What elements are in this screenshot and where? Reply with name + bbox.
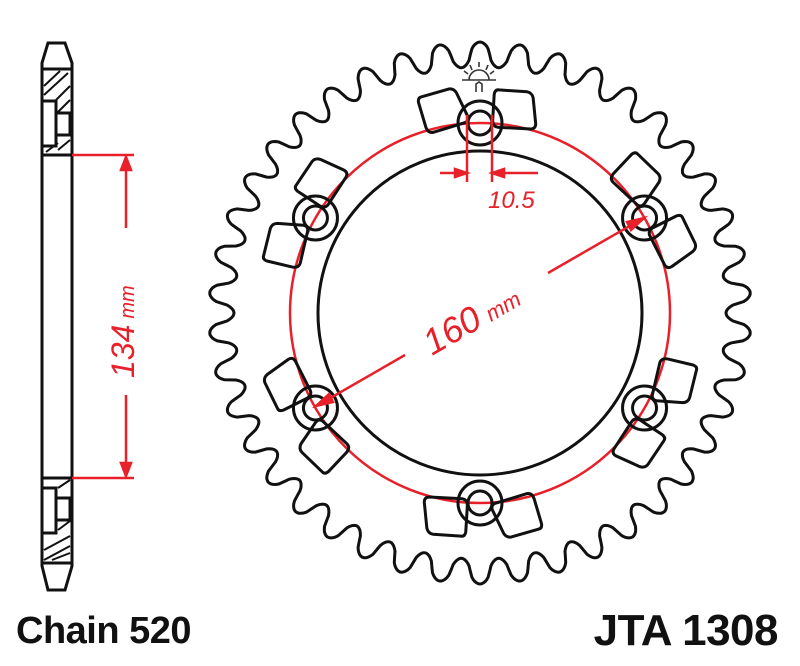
lightening-hole xyxy=(650,357,699,405)
lightening-hole xyxy=(611,417,667,469)
bolt-hole xyxy=(631,204,659,232)
bolt-hole xyxy=(456,479,504,527)
bolt-hole xyxy=(631,394,659,422)
lightening-holes xyxy=(261,87,699,539)
bolt-hole xyxy=(291,194,339,242)
hub-bore-circle xyxy=(316,149,644,477)
dimension-134-label: 134mm xyxy=(105,285,141,378)
dimension-10-5 xyxy=(440,115,538,182)
lightening-hole xyxy=(261,221,310,269)
sprocket-teeth-outline xyxy=(208,40,752,586)
dimension-134 xyxy=(72,153,134,480)
dimension-10-5-label: 10.5 xyxy=(488,187,535,214)
dimension-160-label: 160mm xyxy=(416,275,527,363)
dimension-160 xyxy=(311,215,649,409)
bolt-holes xyxy=(291,99,669,527)
section-hatching xyxy=(43,70,71,561)
lightening-hole xyxy=(491,88,538,131)
bolt-hole xyxy=(291,384,339,432)
lightening-hole xyxy=(422,495,469,538)
lightening-hole xyxy=(490,491,544,539)
lightening-hole xyxy=(293,157,349,209)
lightening-hole xyxy=(298,418,351,475)
bolt-circle xyxy=(288,121,672,505)
lightening-hole xyxy=(416,87,470,135)
bolt-hole xyxy=(621,194,669,242)
bolt-hole xyxy=(301,394,329,422)
bolt-hole xyxy=(456,99,504,147)
lightening-hole xyxy=(262,356,313,413)
bolt-hole xyxy=(301,204,329,232)
bolt-hole xyxy=(621,384,669,432)
lightening-hole xyxy=(647,213,698,270)
side-profile xyxy=(40,41,74,592)
lightening-hole xyxy=(609,151,662,208)
part-number-label: JTA 1308 xyxy=(593,606,779,655)
sun-logo-icon xyxy=(462,62,496,92)
chain-size-label: Chain 520 xyxy=(16,610,192,652)
